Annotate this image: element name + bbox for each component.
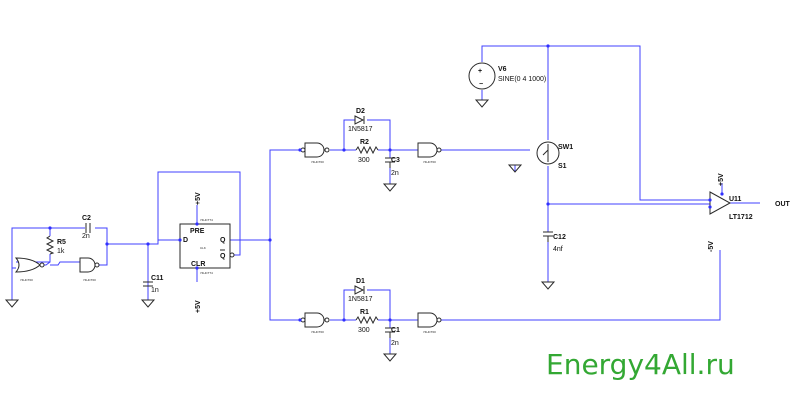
lower-delay-branch: 74HCT00 D1 1N5817 R1 300 C1 2n 74HCT00 — [268, 238, 721, 362]
d2-value: 1N5817 — [348, 126, 373, 133]
gate-lower-1 — [304, 312, 325, 328]
d1-value: 1N5817 — [348, 296, 373, 303]
gate-lower-1-part: 74HCT00 — [311, 330, 324, 334]
comparator-u11: U11 LT1712 +5V -5V — [708, 173, 753, 252]
r5-value: 1k — [57, 248, 65, 255]
diode-d1: D1 1N5817 — [348, 278, 373, 303]
gate-upper-2-part: 74HCT00 — [423, 160, 436, 164]
ff-vcc-top: +5V — [195, 192, 202, 205]
r5-label: R5 — [57, 239, 66, 246]
ground-icon — [540, 281, 556, 290]
v6-label: V6 — [498, 66, 507, 73]
r1-label: R1 — [360, 309, 369, 316]
r1-value: 300 — [358, 327, 370, 334]
capacitor-c2: C2 2n — [82, 215, 91, 240]
gate-upper-1 — [304, 142, 325, 158]
v6-plus-icon: + — [478, 68, 482, 75]
ff-part-bottom: 74HCT74 — [200, 271, 213, 275]
c3-label: C3 — [391, 157, 400, 164]
capacitor-c11: C11 1n — [140, 275, 164, 308]
gate-lower-2 — [417, 312, 438, 328]
upper-delay-branch: 74HCT00 D2 1N5817 R2 300 C3 2n 74HCT00 — [269, 108, 530, 321]
v6-minus-icon: − — [479, 81, 483, 88]
ground-icon — [4, 299, 20, 308]
ff-q-label: Q — [220, 237, 226, 244]
c1-label: C1 — [391, 327, 400, 334]
ff-d-label: D — [183, 237, 188, 244]
v6-value: SINE(0 4 1000) — [498, 76, 546, 83]
ground-icon — [140, 299, 156, 308]
gate1-part: 74HCT00 — [20, 278, 33, 282]
ff-clk-label: CLK — [200, 246, 206, 250]
ground-icon — [382, 183, 398, 192]
switch-sw1: SW1 S1 — [507, 141, 573, 173]
gate-lower-2-part: 74HCT00 — [423, 330, 436, 334]
capacitor-c1: C1 2n — [382, 327, 400, 362]
capacitor-c3: C3 2n — [382, 157, 400, 192]
ff-vcc-bottom: +5V — [195, 300, 202, 313]
u11-value: LT1712 — [729, 214, 753, 221]
r2-value: 300 — [358, 157, 370, 164]
gate-u-left-1: 74HCT00 — [14, 257, 45, 282]
ff-clr-label: CLR — [191, 261, 205, 268]
d1-label: D1 — [356, 278, 365, 285]
watermark: Energy4All.ru — [546, 348, 735, 381]
sw1-label: SW1 — [558, 144, 573, 151]
s1-label: S1 — [558, 163, 567, 170]
ff-pre-label: PRE — [190, 228, 205, 235]
c1-value: 2n — [391, 340, 399, 347]
c2-value: 2n — [82, 233, 90, 240]
oscillator-section: C2 2n R5 1k 74HCT00 74HCT00 C11 — [4, 215, 182, 308]
c11-value: 1n — [151, 287, 159, 294]
c3-value: 2n — [391, 170, 399, 177]
gate2-part: 74HCT00 — [83, 278, 96, 282]
r2-label: R2 — [360, 139, 369, 146]
ground-icon — [507, 164, 523, 173]
gate-upper-1-part: 74HCT00 — [311, 160, 324, 164]
c2-label: C2 — [82, 215, 91, 222]
d2-label: D2 — [356, 108, 365, 115]
ff-qbar-label: Q — [220, 253, 226, 260]
flip-flop-74hct74: PRE D Q Q CLR CLK 74HCT74 74HCT74 +5V +5… — [157, 171, 270, 313]
c12-label: C12 — [553, 234, 566, 241]
u11-label: U11 — [729, 196, 742, 203]
u11-vminus: -5V — [708, 241, 715, 252]
capacitor-c12: C12 4nf — [540, 231, 566, 290]
resistor-r1: R1 300 — [355, 309, 379, 334]
u11-vplus: +5V — [718, 173, 725, 186]
ground-icon — [474, 99, 490, 108]
output-section: + − V6 SINE(0 4 1000) SW1 S1 C12 4nf — [468, 44, 791, 290]
ground-icon — [382, 353, 398, 362]
out-net-label: OUT — [775, 201, 791, 208]
resistor-r5: R5 1k — [45, 235, 66, 255]
c12-value: 4nf — [553, 246, 563, 253]
voltage-source-v6: + − V6 SINE(0 4 1000) — [468, 62, 546, 108]
gate-upper-2 — [417, 142, 438, 158]
gate-u-left-2: 74HCT00 — [79, 257, 100, 282]
resistor-r2: R2 300 — [355, 139, 379, 164]
c11-label: C11 — [151, 275, 164, 282]
ff-part-top: 74HCT74 — [200, 218, 213, 222]
diode-d2: D2 1N5817 — [348, 108, 373, 133]
